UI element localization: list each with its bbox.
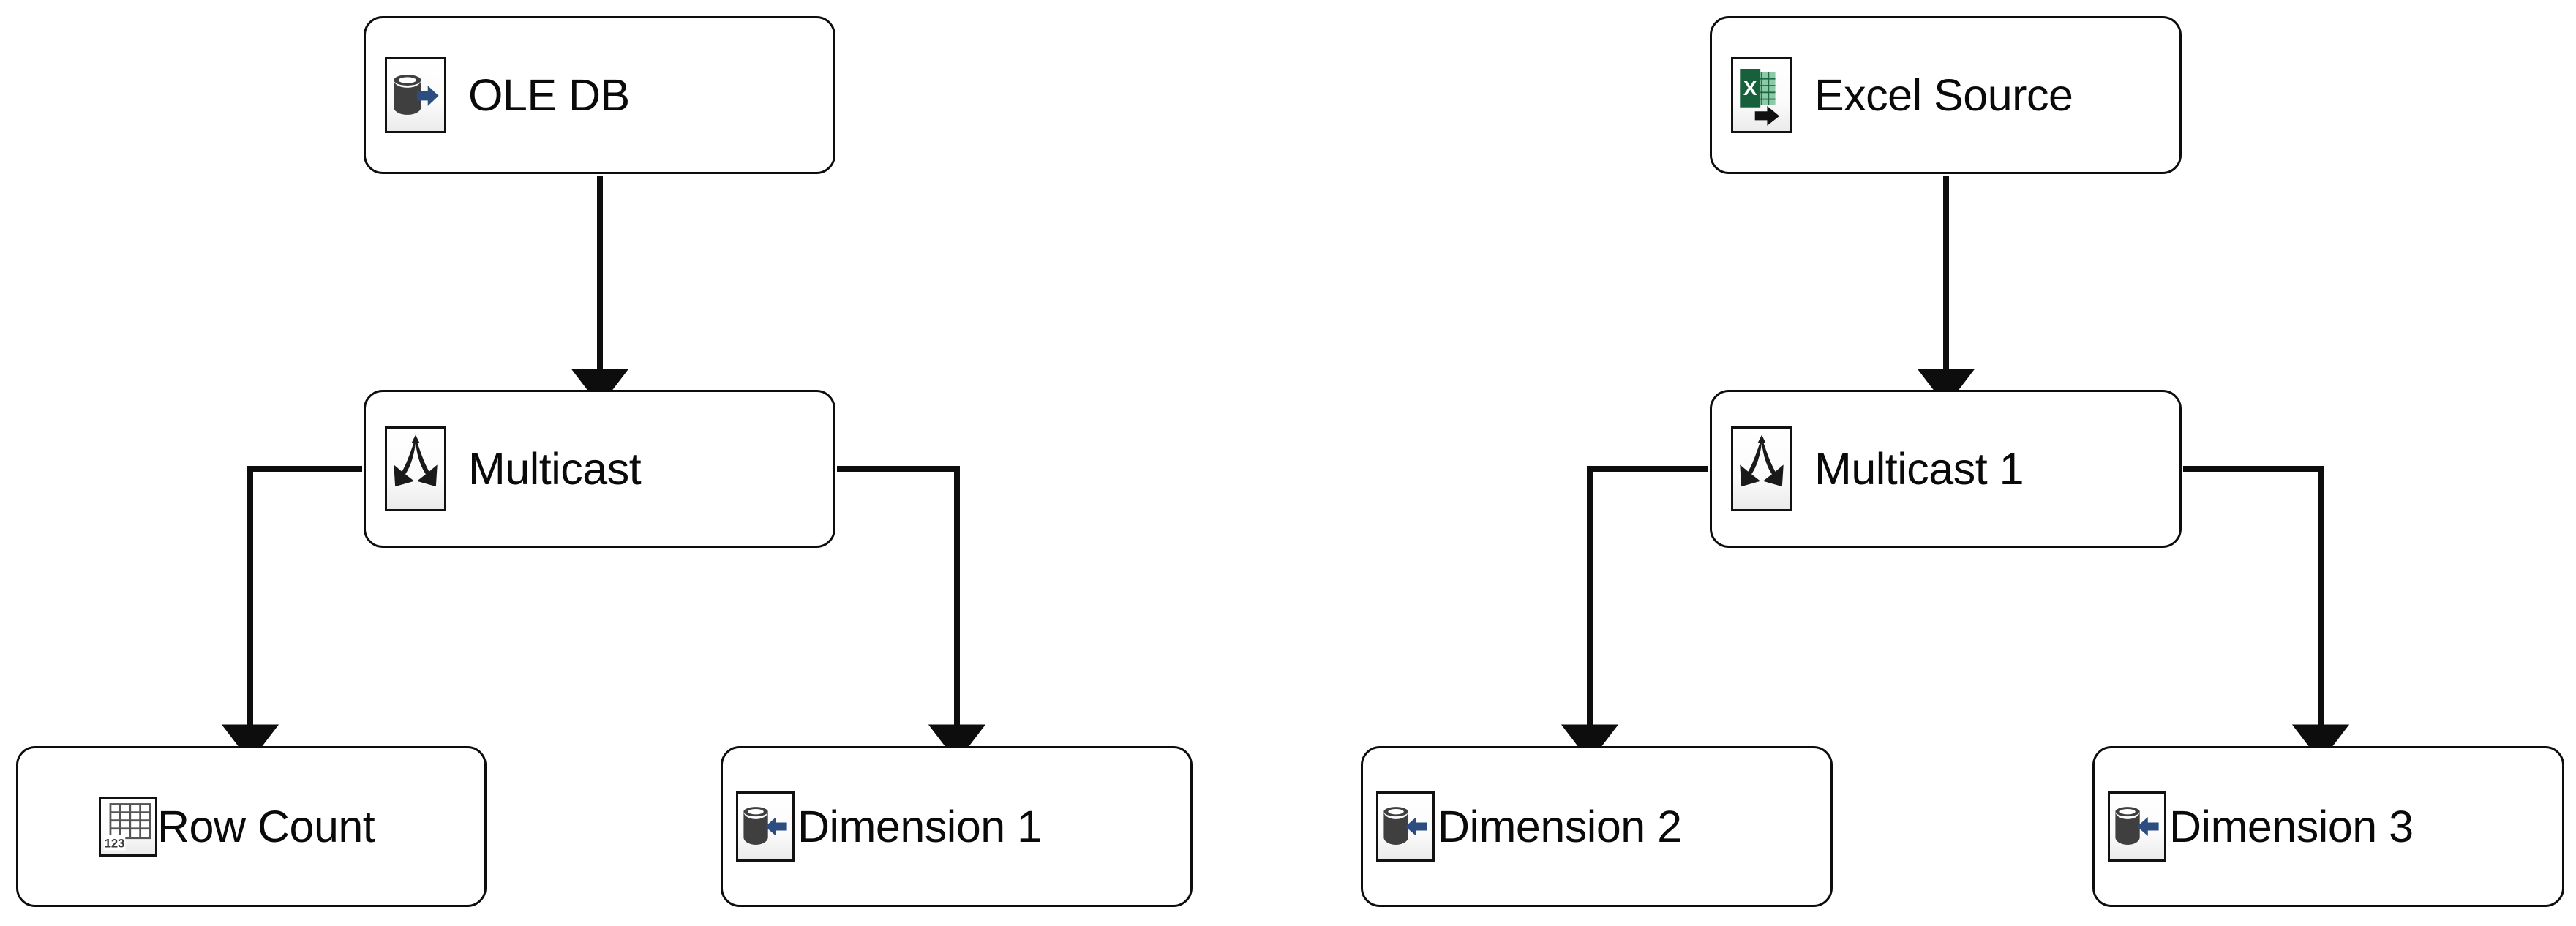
node-label-dimension-1: Dimension 1 <box>797 801 1042 851</box>
svg-text:X: X <box>1743 77 1757 99</box>
node-label-ole-db: OLE DB <box>468 69 630 120</box>
node-excel-source[interactable]: X Excel Source <box>1710 16 2182 174</box>
node-multicast-1[interactable]: Multicast 1 <box>1710 390 2182 548</box>
connector-multicast-1-to-dimension-3 <box>2183 466 2350 762</box>
node-row-count[interactable]: 123 Row Count <box>16 746 487 907</box>
connector-multicast-to-row-count <box>221 466 362 762</box>
node-dimension-1[interactable]: Dimension 1 <box>721 746 1193 907</box>
ole-db-destination-icon <box>1376 791 1435 862</box>
multicast-icon <box>385 426 446 511</box>
node-label-row-count: Row Count <box>157 801 375 851</box>
excel-source-icon: X <box>1731 57 1792 133</box>
ole-db-destination-icon <box>736 791 795 862</box>
multicast-icon <box>1731 426 1792 511</box>
node-dimension-2[interactable]: Dimension 2 <box>1361 746 1833 907</box>
node-label-dimension-3: Dimension 3 <box>2169 801 2414 851</box>
ole-db-source-icon <box>385 57 446 133</box>
node-label-dimension-2: Dimension 2 <box>1438 801 1682 851</box>
node-label-multicast-1: Multicast 1 <box>1814 443 2024 494</box>
connector-multicast-to-dimension-1 <box>837 466 986 762</box>
node-multicast[interactable]: Multicast <box>364 390 835 548</box>
ole-db-destination-icon <box>2108 791 2166 862</box>
node-label-multicast: Multicast <box>468 443 642 494</box>
row-count-icon: 123 <box>99 797 157 857</box>
svg-text:123: 123 <box>105 837 125 851</box>
node-ole-db[interactable]: OLE DB <box>364 16 835 174</box>
node-dimension-3[interactable]: Dimension 3 <box>2092 746 2564 907</box>
connector-multicast-1-to-dimension-2 <box>1561 466 1708 762</box>
node-label-excel-source: Excel Source <box>1814 69 2073 120</box>
